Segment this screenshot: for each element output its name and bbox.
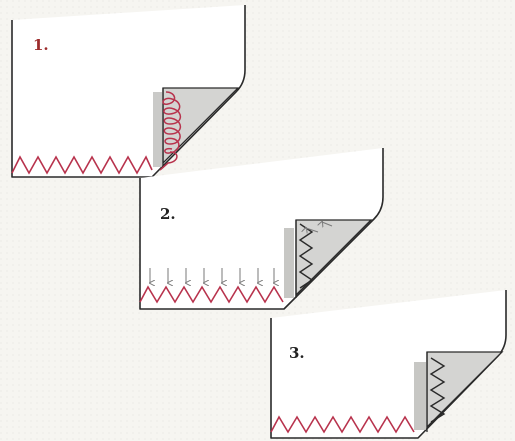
step-2-panel — [139, 148, 384, 310]
step-1-edge-zigzag-stitch — [11, 155, 153, 175]
step-1-panel — [11, 5, 246, 178]
step-3-label: 3. — [289, 344, 305, 362]
step-1-fold-loops-2 — [159, 151, 178, 171]
step-2-arrow-left — [306, 228, 319, 232]
step-3-fold-zigzag-stitch — [429, 357, 446, 423]
step-1-label: 1. — [33, 36, 49, 54]
step-2-label: 2. — [160, 205, 176, 223]
step-3-edge-zigzag-stitch — [270, 415, 415, 434]
step-1-fold-looped-stitch — [162, 91, 182, 154]
step-3-shadow-strip — [414, 362, 426, 430]
step-2-pressing-arrows — [150, 268, 274, 283]
step-1-shadow-strip — [153, 92, 162, 167]
step-2-edge-zigzag-stitch — [139, 285, 284, 304]
step-2-arrow-right — [322, 222, 333, 226]
step-3-panel — [270, 290, 507, 439]
step-2-fold-zigzag-stitch — [298, 223, 314, 289]
step-2-shadow-strip — [284, 228, 294, 298]
